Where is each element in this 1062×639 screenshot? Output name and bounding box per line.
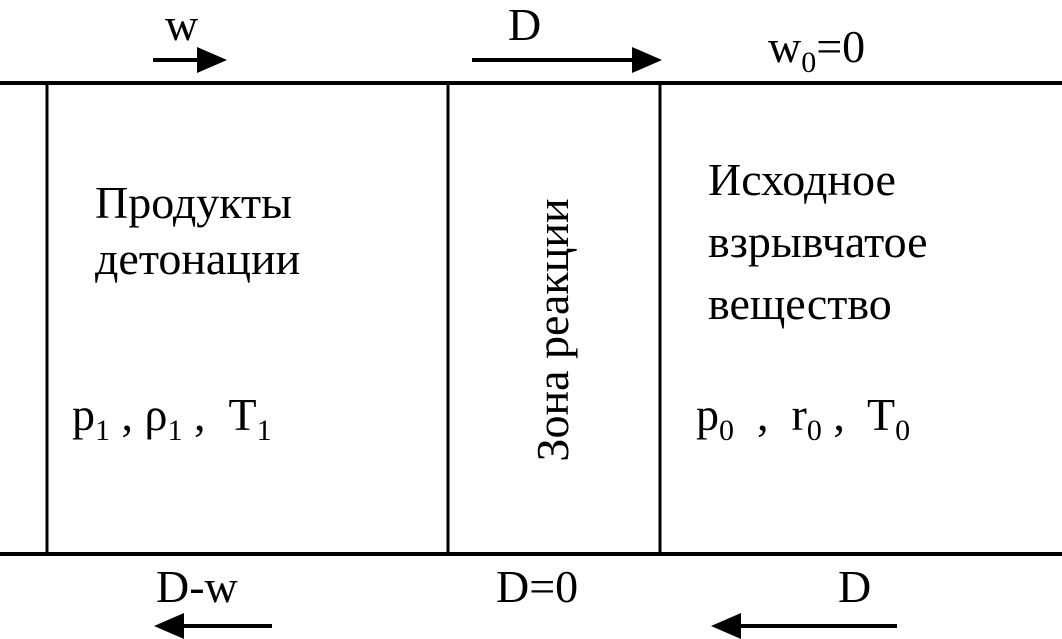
separator: ,: [821, 389, 867, 440]
w0-main: w: [768, 21, 802, 72]
p1-subscript: 1: [95, 414, 110, 447]
d-minus-w-arrow: [154, 613, 272, 639]
d-label-top: D: [508, 0, 542, 50]
products-line-2: детонации: [95, 233, 301, 284]
reaction-zone-label: Зона реакции: [527, 198, 578, 462]
initial-line-3: вещество: [708, 278, 892, 329]
w0-tail: =0: [816, 21, 866, 72]
w-label: w: [165, 0, 199, 50]
products-line-1: Продукты: [95, 177, 293, 228]
p1-symbol: p: [72, 389, 95, 440]
p0-subscript: 0: [719, 414, 734, 447]
w0-subscript: 0: [801, 46, 817, 79]
initial-parameters: p0 , r0 , T0: [696, 389, 910, 446]
initial-line-1: Исходное: [708, 154, 896, 205]
t0-symbol: T: [867, 389, 896, 440]
w-arrow: [153, 47, 227, 73]
d-minus-w-label: D-w: [156, 561, 238, 612]
d-equals-zero-label: D=0: [496, 561, 579, 612]
d-label-bottom: D: [838, 561, 872, 612]
d-arrow-bottom: [711, 613, 897, 639]
w0-label: w0=0: [768, 21, 866, 78]
initial-explosive-label: Исходное взрывчатое вещество: [708, 149, 928, 335]
r0-symbol: r: [791, 389, 807, 440]
rho1-subscript: 1: [167, 414, 183, 447]
t1-subscript: 1: [256, 414, 272, 447]
t1-symbol: T: [228, 389, 257, 440]
separator: ,: [734, 389, 792, 440]
products-parameters: p1 , ρ1 , T1: [72, 389, 272, 446]
p0-symbol: p: [696, 389, 719, 440]
t0-subscript: 0: [895, 414, 911, 447]
separator: ,: [110, 389, 145, 440]
initial-line-2: взрывчатое: [708, 216, 928, 267]
r0-subscript: 0: [806, 414, 822, 447]
rho1-symbol: ρ: [144, 389, 168, 440]
d-arrow-top: [472, 47, 662, 73]
separator: ,: [182, 389, 229, 440]
products-zone-label: Продукты детонации: [95, 175, 300, 287]
